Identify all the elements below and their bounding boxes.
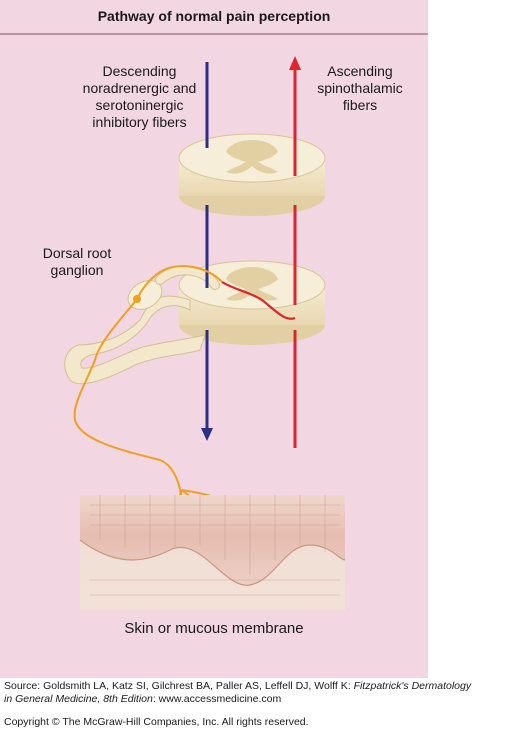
pain-pathway-illustration: [64, 56, 346, 610]
lower-spinal-cord: [178, 260, 326, 345]
copyright-notice: Copyright © The McGraw-Hill Companies, I…: [4, 716, 309, 728]
skin-label: Skin or mucous membrane: [124, 620, 304, 637]
upper-spinal-cord: [178, 133, 326, 216]
ascending-fiber: [221, 56, 301, 448]
figure-title: Pathway of normal pain perception: [0, 0, 428, 35]
nerve-root: [64, 265, 220, 385]
ascending-fibers-label: Ascending spinothalamic fibers: [317, 63, 403, 113]
source-caption: Source: Goldsmith LA, Katz SI, Gilchrest…: [4, 680, 472, 705]
dorsal-root-ganglion-label: Dorsal root ganglion: [42, 245, 112, 278]
skin-tissue: [79, 495, 346, 610]
descending-fibers-label: Descending noradrenergic and serotoniner…: [82, 63, 197, 130]
diagram-figure: Pathway of normal pain perception Descen…: [0, 0, 428, 678]
descending-fiber: [201, 62, 213, 441]
